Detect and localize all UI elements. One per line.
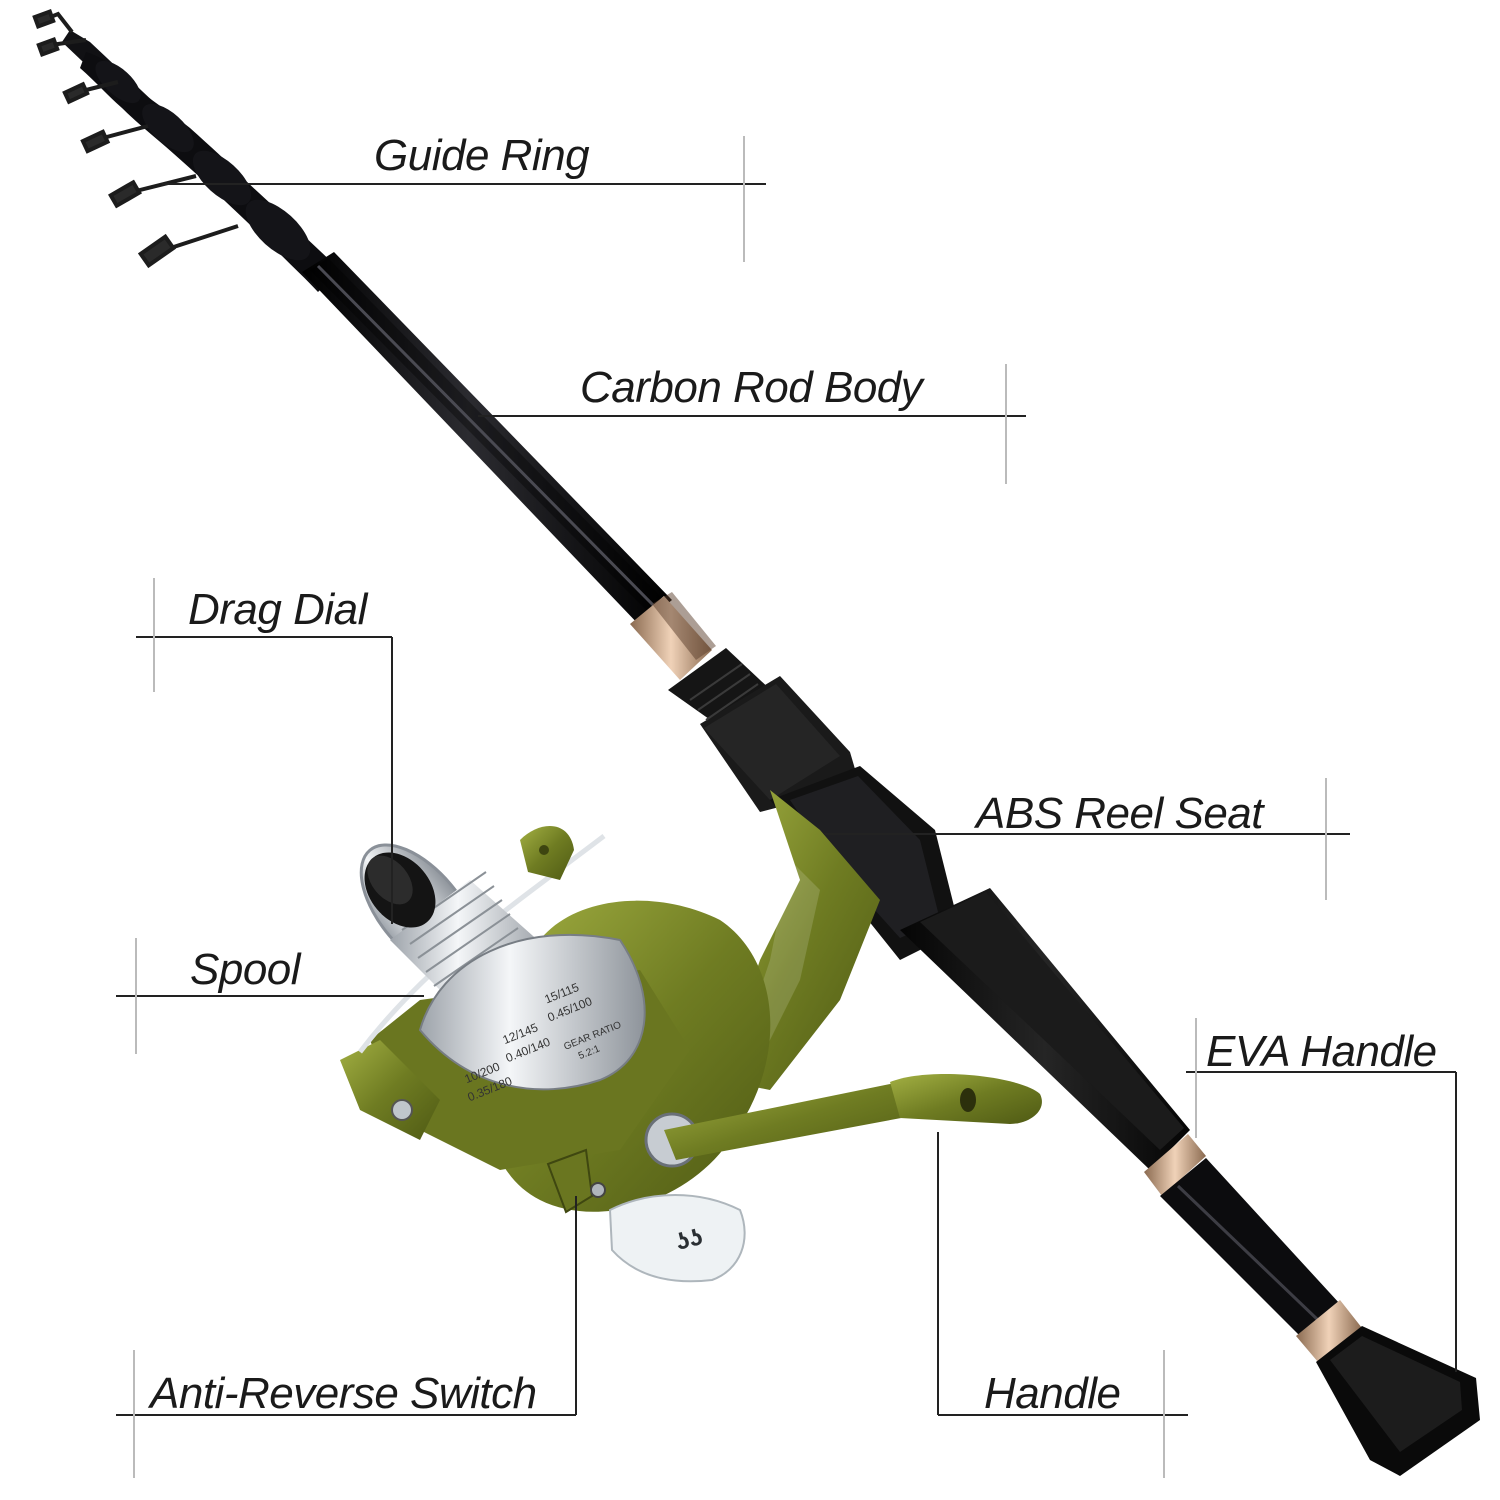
eva-handle <box>900 888 1480 1476</box>
abs-reel-seat <box>668 648 960 960</box>
reel-handle-arm <box>644 1073 1042 1168</box>
spinning-reel: 10/200 0.35/180 12/145 0.40/140 15/115 0… <box>340 790 1042 1283</box>
label-abs-reel-seat: ABS Reel Seat <box>976 789 1264 838</box>
label-spool: Spool <box>190 945 301 994</box>
carbon-rod-body <box>62 30 716 680</box>
label-guide-ring: Guide Ring <box>374 131 590 180</box>
label-carbon-rod-body: Carbon Rod Body <box>580 363 923 412</box>
label-handle: Handle <box>984 1369 1121 1418</box>
label-drag-dial: Drag Dial <box>188 585 367 634</box>
anti-reverse-switch <box>546 1148 594 1214</box>
ss-logo-icon: ʖʖ <box>673 1223 705 1256</box>
leader-lines <box>116 136 1457 1478</box>
guide-rings <box>32 9 239 269</box>
label-eva-handle: EVA Handle <box>1206 1027 1437 1076</box>
drag-dial <box>364 852 436 928</box>
label-anti-reverse-switch: Anti-Reverse Switch <box>150 1369 537 1418</box>
